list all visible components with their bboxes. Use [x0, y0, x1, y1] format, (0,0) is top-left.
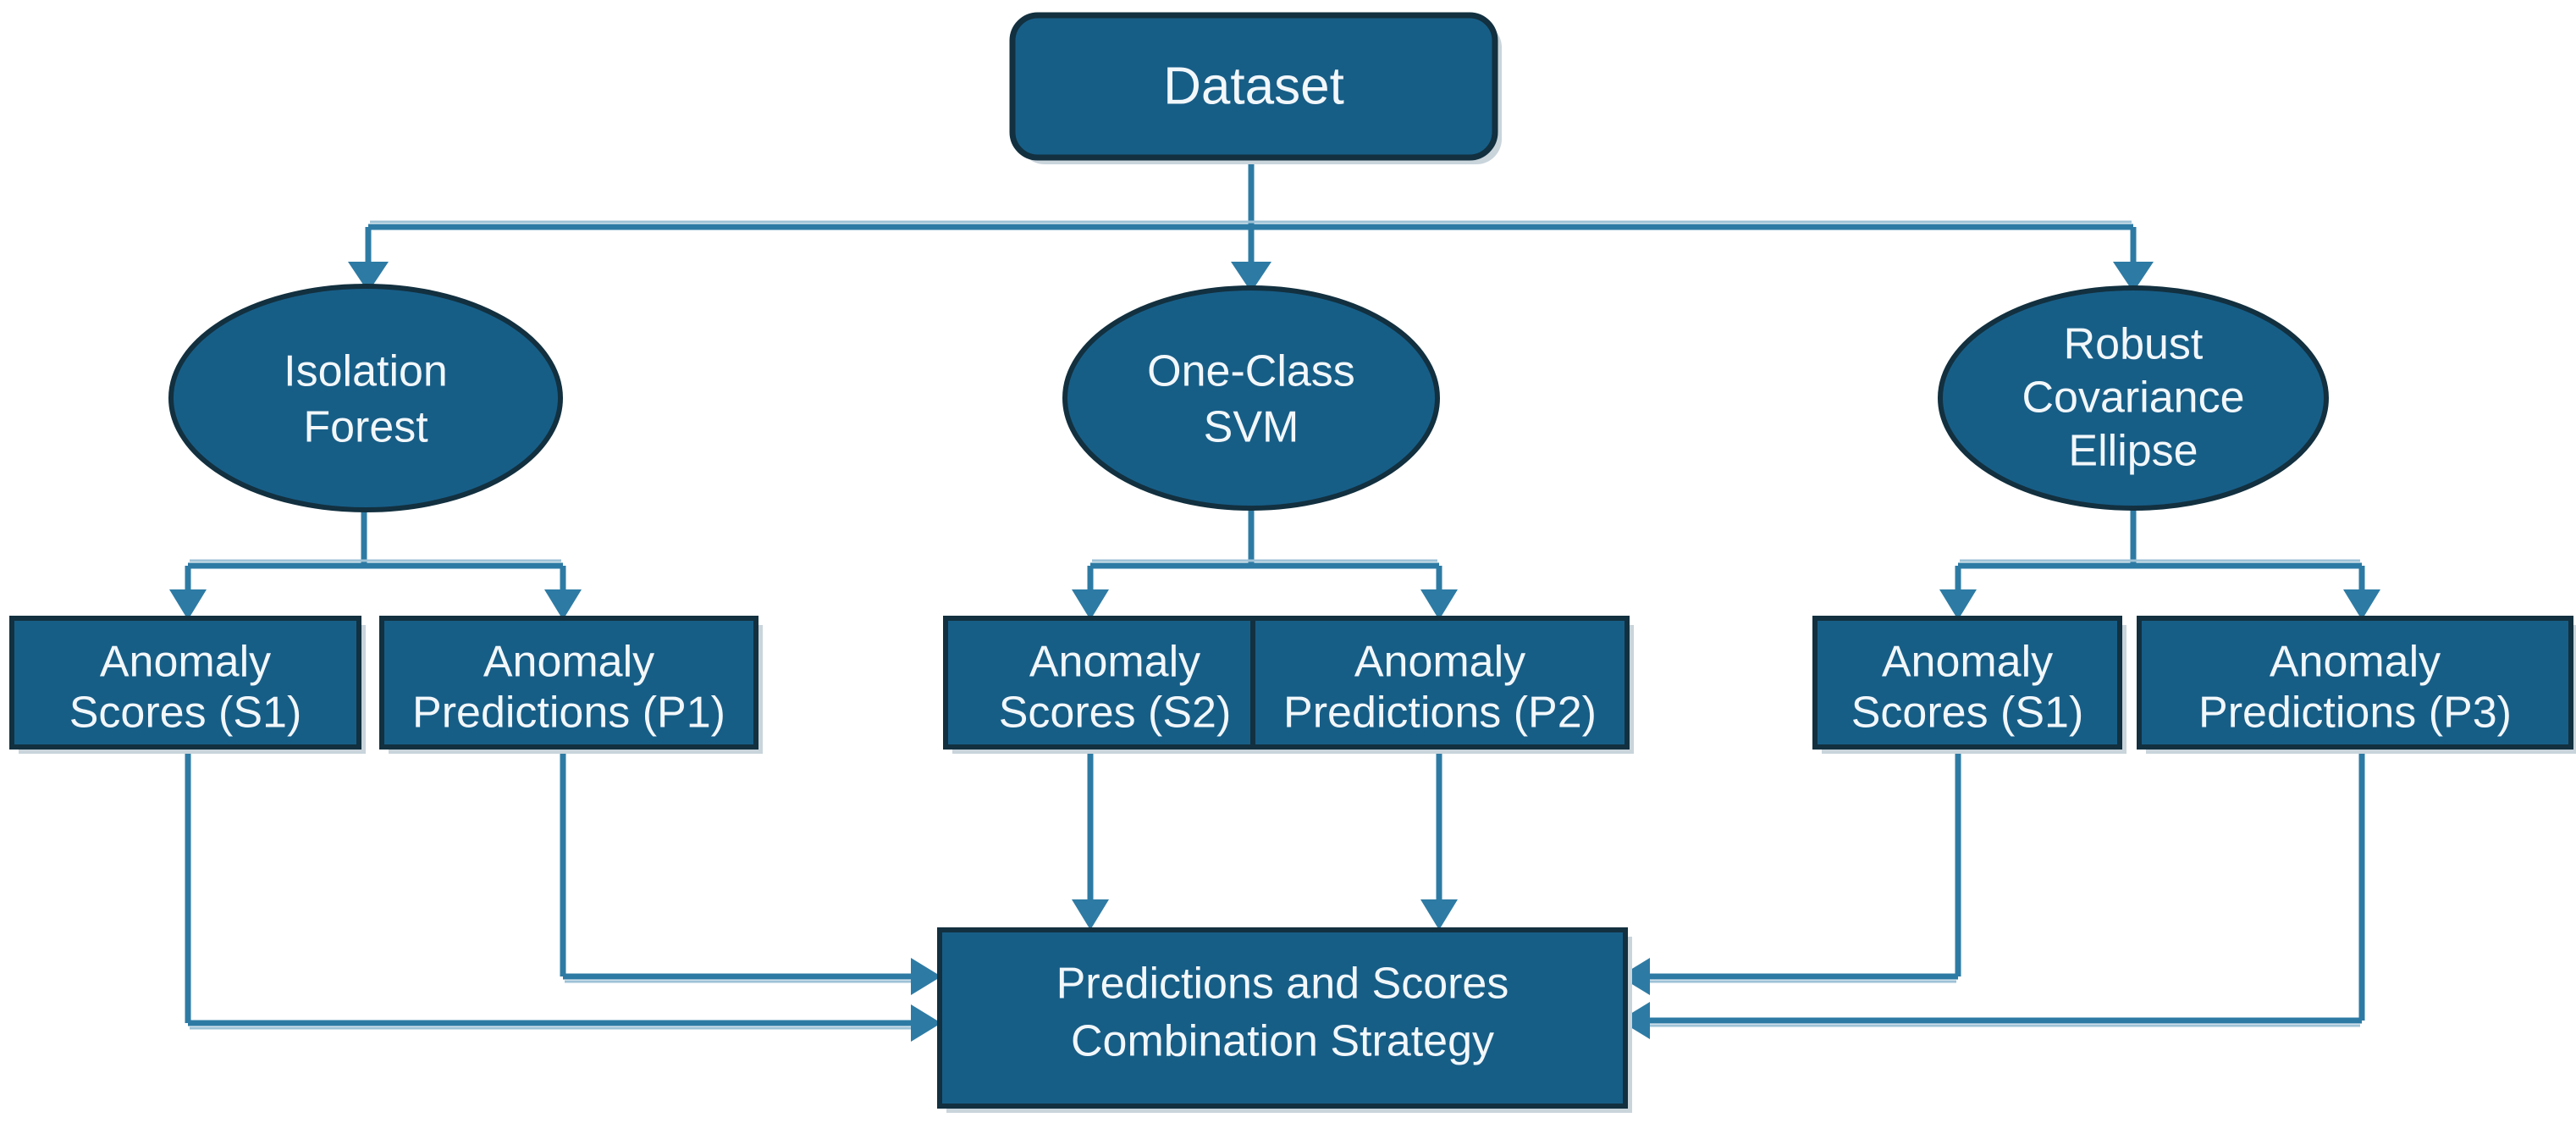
node-anomaly-predictions-p2[interactable]: Anomaly Predictions (P2): [1250, 616, 1634, 754]
predictions-p1-label-line2: Predictions (P1): [412, 689, 725, 738]
node-robust-covariance-ellipse[interactable]: Robust Covariance Ellipse: [1938, 285, 2329, 511]
scores-s1-left-label-line2: Scores (S1): [69, 689, 302, 738]
node-one-class-svm[interactable]: One-Class SVM: [1062, 285, 1440, 511]
node-isolation-forest[interactable]: Isolation Forest: [168, 284, 563, 512]
robust-covariance-label-line3: Ellipse: [2068, 427, 2198, 476]
predictions-p2-label-line1: Anomaly: [1354, 638, 1525, 687]
node-combination-strategy[interactable]: Predictions and Scores Combination Strat…: [937, 927, 1632, 1113]
node-anomaly-scores-s1-right[interactable]: Anomaly Scores (S1): [1812, 616, 2126, 754]
edge-scores-s2-to-combination: [1072, 752, 1109, 930]
edge-isolation-forest-to-outputs: [169, 508, 582, 620]
robust-covariance-label-line1: Robust: [2064, 320, 2204, 369]
edge-predictions-p2-to-combination: [1420, 752, 1458, 930]
scores-s2-label-line1: Anomaly: [1029, 638, 1200, 687]
node-dataset[interactable]: Dataset: [1009, 12, 1502, 164]
node-anomaly-scores-s2[interactable]: Anomaly Scores (S2): [943, 616, 1291, 754]
node-anomaly-predictions-p1[interactable]: Anomaly Predictions (P1): [379, 616, 763, 754]
combination-strategy-label-line2: Combination Strategy: [1071, 1017, 1494, 1066]
combination-strategy-label-line1: Predictions and Scores: [1056, 960, 1509, 1009]
node-anomaly-scores-s1-left[interactable]: Anomaly Scores (S1): [9, 616, 366, 754]
edge-scores-s1-left-to-combination: [185, 752, 941, 1042]
scores-s2-label-line2: Scores (S2): [999, 689, 1232, 738]
isolation-forest-label-line1: Isolation: [284, 347, 448, 396]
scores-s1-right-label-line2: Scores (S1): [1851, 689, 2084, 738]
one-class-svm-label-line1: One-Class: [1147, 347, 1355, 396]
edge-scores-s1-right-to-combination: [1619, 752, 1961, 995]
connector-layer: [169, 163, 2380, 1042]
edge-predictions-p3-to-combination: [1619, 752, 2365, 1039]
dataset-label: Dataset: [1163, 57, 1344, 115]
edge-predictions-p1-to-combination: [560, 752, 941, 995]
scores-s1-right-label-line1: Anomaly: [1882, 638, 2053, 687]
isolation-forest-label-line2: Forest: [303, 403, 428, 452]
one-class-svm-label-line2: SVM: [1204, 403, 1299, 452]
node-anomaly-predictions-p3[interactable]: Anomaly Predictions (P3): [2137, 616, 2576, 754]
edge-one-class-svm-to-outputs: [1072, 508, 1458, 620]
predictions-p1-label-line1: Anomaly: [483, 638, 654, 687]
predictions-p2-label-line2: Predictions (P2): [1283, 689, 1597, 738]
edge-dataset-to-detectors: [348, 163, 2154, 292]
scores-s1-left-label-line1: Anomaly: [100, 638, 271, 687]
predictions-p3-label-line1: Anomaly: [2270, 638, 2441, 687]
robust-covariance-label-line2: Covariance: [2022, 373, 2244, 423]
predictions-p3-label-line2: Predictions (P3): [2198, 689, 2512, 738]
edge-robust-covariance-to-outputs: [1939, 508, 2380, 620]
